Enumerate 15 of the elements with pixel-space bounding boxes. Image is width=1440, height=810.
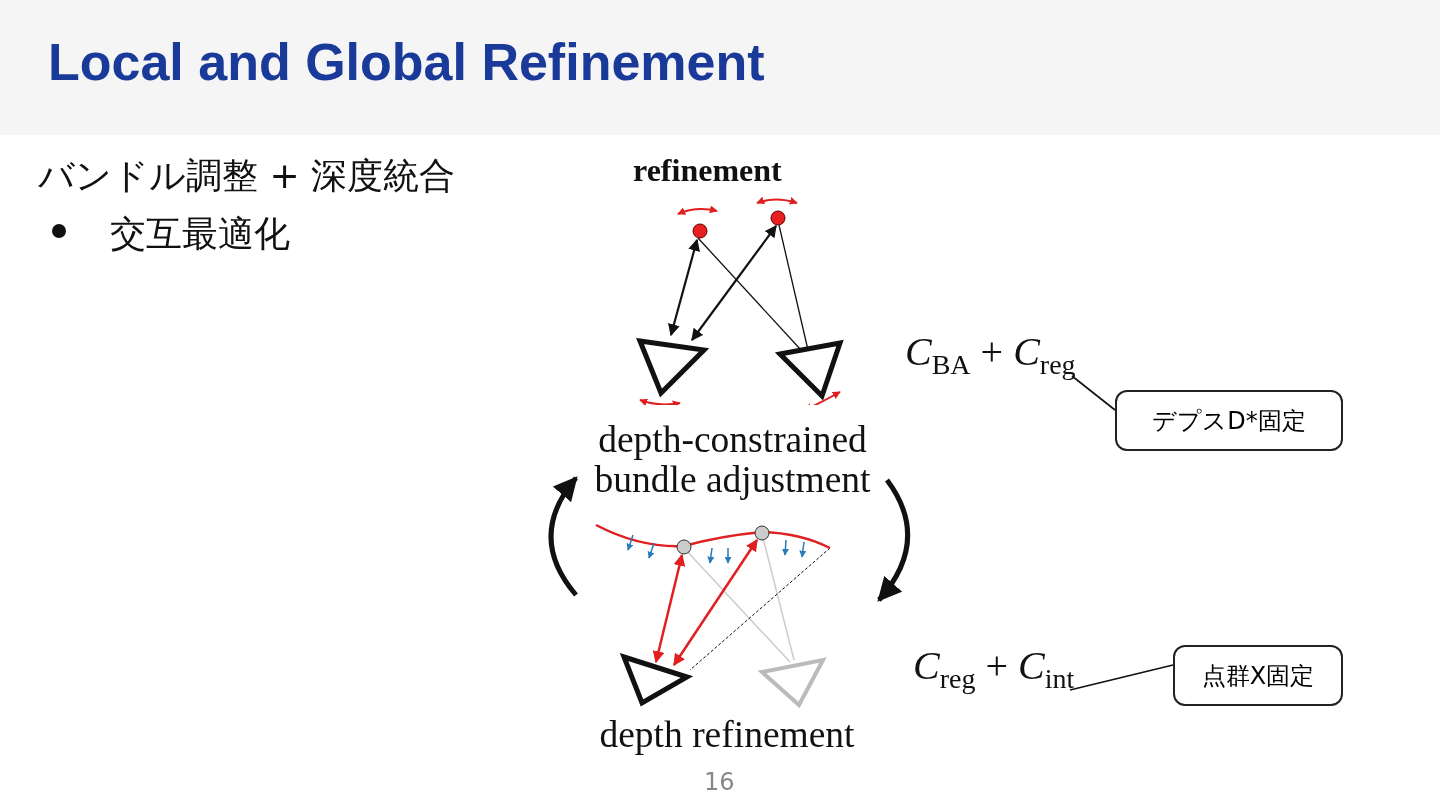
cost-formula: C$_{BA}$ + C$_{reg}$ <box>905 328 1076 380</box>
bullet-text: 交互最適化 <box>110 212 290 256</box>
stage-label: depth refinement <box>577 515 877 755</box>
heading-text: バンドル調整 + 深度統合 <box>38 154 456 198</box>
speech-bubble: 点群X固定 <box>1173 645 1343 706</box>
speech-bubble: デプスD*固定 <box>1115 390 1343 451</box>
cycle-arrow <box>548 476 578 597</box>
slide-title: Local and Global Refinement <box>48 32 765 92</box>
figure-label: refinement <box>633 152 782 189</box>
stage-label: depth-constrained bundle adjustment <box>580 195 885 500</box>
leader-line <box>1069 664 1174 691</box>
page-number: 16 <box>704 768 735 796</box>
cost-formula: C$_{reg}$ + C$_{int}$ <box>913 642 1075 694</box>
cycle-arrow <box>877 478 910 602</box>
leader-line <box>1071 375 1116 411</box>
